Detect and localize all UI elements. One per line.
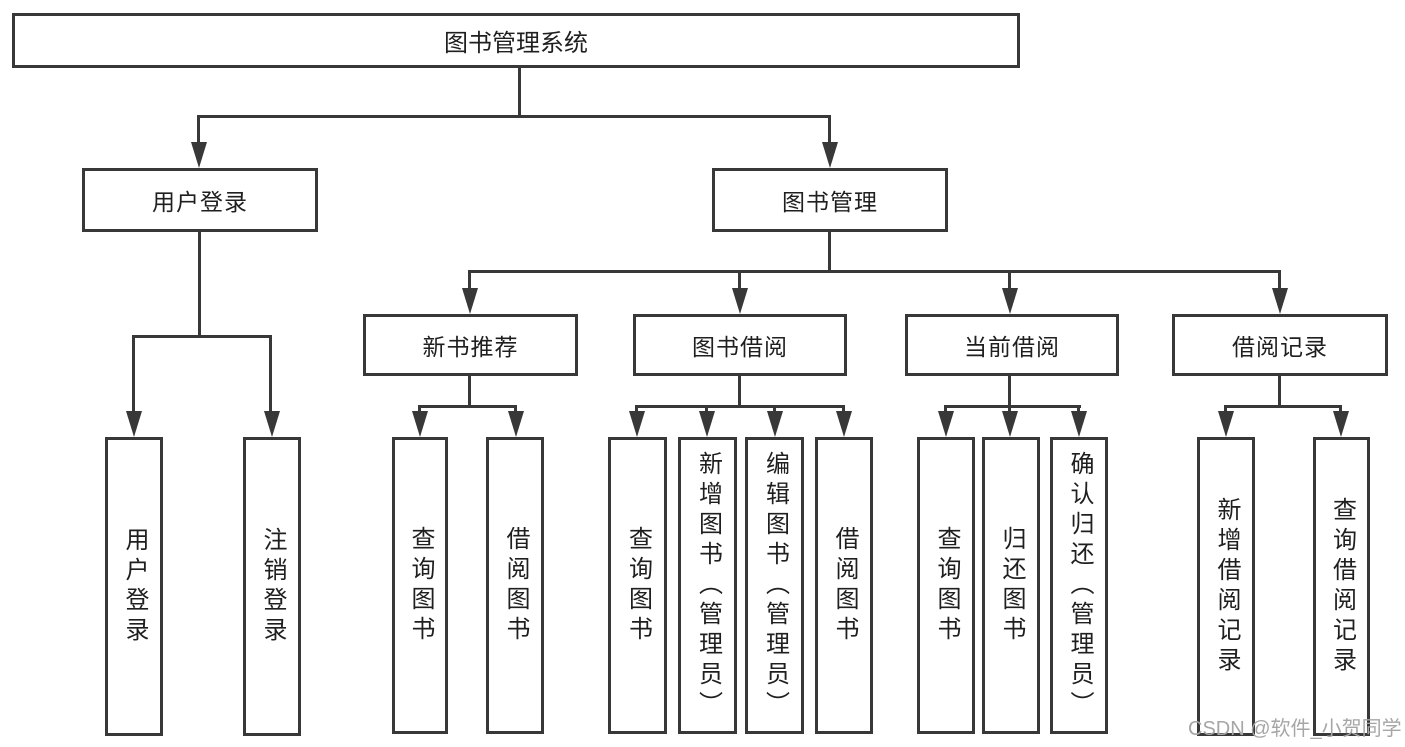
leaf-br-query-record: 查询借阅记录 xyxy=(1313,437,1370,736)
leaf-cb-query-books-label: 查询图书 xyxy=(933,525,960,646)
arrow-down-icon xyxy=(1333,411,1349,437)
node-new-book-recommend-label: 新书推荐 xyxy=(422,334,519,360)
leaf-br-add-record-label: 新增借阅记录 xyxy=(1213,496,1240,677)
leaf-bb-edit-books-admin-label: 编辑图书（管理员） xyxy=(761,450,789,721)
leaf-cb-confirm-return-admin-label: 确认归还（管理员） xyxy=(1066,450,1093,721)
connector-level3-rail xyxy=(468,270,1281,273)
arrow-down-icon xyxy=(836,411,852,437)
leaf-user-login: 用户登录 xyxy=(105,437,163,736)
leaf-nb-query-books: 查询图书 xyxy=(392,437,448,734)
arrow-down-icon xyxy=(462,288,478,314)
connector-stem xyxy=(269,335,272,413)
connector-currentborrow-rail xyxy=(944,405,1081,408)
connector-records-rail xyxy=(1224,405,1342,408)
arrow-down-icon xyxy=(822,142,838,168)
connector-newbooks-rail xyxy=(418,405,517,408)
leaf-user-login-label: 用户登录 xyxy=(121,526,148,647)
connector-records-trunk xyxy=(1278,376,1281,407)
leaf-cb-confirm-return-admin: 确认归还（管理员） xyxy=(1050,437,1108,734)
connector-stem xyxy=(828,115,831,145)
arrow-down-icon xyxy=(126,411,142,437)
connector-stem xyxy=(197,115,200,145)
connector-stem xyxy=(1008,270,1011,290)
leaf-bb-query-books: 查询图书 xyxy=(608,437,667,734)
node-library-system: 图书管理系统 xyxy=(12,13,1020,68)
arrow-down-icon xyxy=(191,142,207,168)
connector-stem xyxy=(1077,405,1080,415)
node-book-borrow-label: 图书借阅 xyxy=(692,334,788,360)
connector-stem xyxy=(635,405,638,415)
connector-level2-rail xyxy=(197,115,831,118)
node-book-borrow: 图书借阅 xyxy=(633,314,847,376)
connector-newbooks-trunk xyxy=(468,376,471,407)
connector-stem xyxy=(738,270,741,290)
leaf-bb-add-books-admin-label: 新增图书（管理员） xyxy=(694,450,722,721)
arrow-down-icon xyxy=(1002,288,1018,314)
connector-currentborrow-trunk xyxy=(1008,376,1011,407)
connector-bookborrow-rail xyxy=(635,405,845,408)
arrow-down-icon xyxy=(938,411,954,437)
node-book-management-label: 图书管理 xyxy=(782,189,878,215)
node-user-login-label: 用户登录 xyxy=(152,189,248,215)
arrow-down-icon xyxy=(1071,411,1087,437)
connector-stem xyxy=(1224,405,1227,415)
connector-stem xyxy=(132,335,135,413)
connector-stem xyxy=(773,405,776,415)
arrow-down-icon xyxy=(1002,411,1018,437)
node-user-login: 用户登录 xyxy=(82,168,318,232)
leaf-bb-borrow-books-label: 借阅图书 xyxy=(831,525,858,646)
leaf-bb-add-books-admin: 新增图书（管理员） xyxy=(678,437,737,734)
connector-book-mgmt-trunk xyxy=(828,232,831,272)
node-current-borrow: 当前借阅 xyxy=(905,314,1119,376)
connector-root-trunk xyxy=(518,68,521,117)
arrow-down-icon xyxy=(767,411,783,437)
arrow-down-icon xyxy=(732,288,748,314)
connector-user-login-trunk xyxy=(198,232,201,337)
leaf-bb-borrow-books: 借阅图书 xyxy=(815,437,873,734)
connector-stem xyxy=(468,270,471,290)
csdn-watermark: CSDN @软件_小贺同学 xyxy=(1188,718,1402,740)
node-library-system-label: 图书管理系统 xyxy=(444,30,588,57)
arrow-down-icon xyxy=(1272,288,1288,314)
connector-stem xyxy=(944,405,947,415)
leaf-bb-edit-books-admin: 编辑图书（管理员） xyxy=(745,437,804,734)
node-borrow-records: 借阅记录 xyxy=(1172,314,1388,376)
connector-stem xyxy=(1008,405,1011,415)
connector-stem xyxy=(418,405,421,415)
leaf-bb-query-books-label: 查询图书 xyxy=(624,525,652,646)
arrow-down-icon xyxy=(1218,411,1234,437)
node-new-book-recommend: 新书推荐 xyxy=(363,314,578,376)
connector-bookborrow-trunk xyxy=(738,376,741,407)
leaf-logout: 注销登录 xyxy=(243,437,301,736)
node-current-borrow-label: 当前借阅 xyxy=(964,334,1060,360)
arrow-down-icon xyxy=(264,411,280,437)
connector-user-login-rail xyxy=(132,335,272,338)
leaf-cb-query-books: 查询图书 xyxy=(917,437,975,734)
leaf-cb-return-books: 归还图书 xyxy=(982,437,1040,734)
arrow-down-icon xyxy=(699,411,715,437)
leaf-logout-label: 注销登录 xyxy=(259,526,286,647)
leaf-cb-return-books-label: 归还图书 xyxy=(998,525,1025,646)
leaf-nb-borrow-books-label: 借阅图书 xyxy=(502,525,529,646)
arrow-down-icon xyxy=(508,411,524,437)
node-borrow-records-label: 借阅记录 xyxy=(1232,334,1328,360)
arrow-down-icon xyxy=(629,411,645,437)
connector-stem xyxy=(705,405,708,415)
leaf-br-add-record: 新增借阅记录 xyxy=(1197,437,1255,736)
connector-stem xyxy=(842,405,845,415)
connector-stem xyxy=(514,405,517,415)
node-book-management: 图书管理 xyxy=(712,168,948,232)
arrow-down-icon xyxy=(412,411,428,437)
leaf-nb-query-books-label: 查询图书 xyxy=(407,525,434,646)
connector-stem xyxy=(1339,405,1342,415)
leaf-br-query-record-label: 查询借阅记录 xyxy=(1328,496,1356,677)
leaf-nb-borrow-books: 借阅图书 xyxy=(486,437,544,734)
connector-stem xyxy=(1278,270,1281,290)
